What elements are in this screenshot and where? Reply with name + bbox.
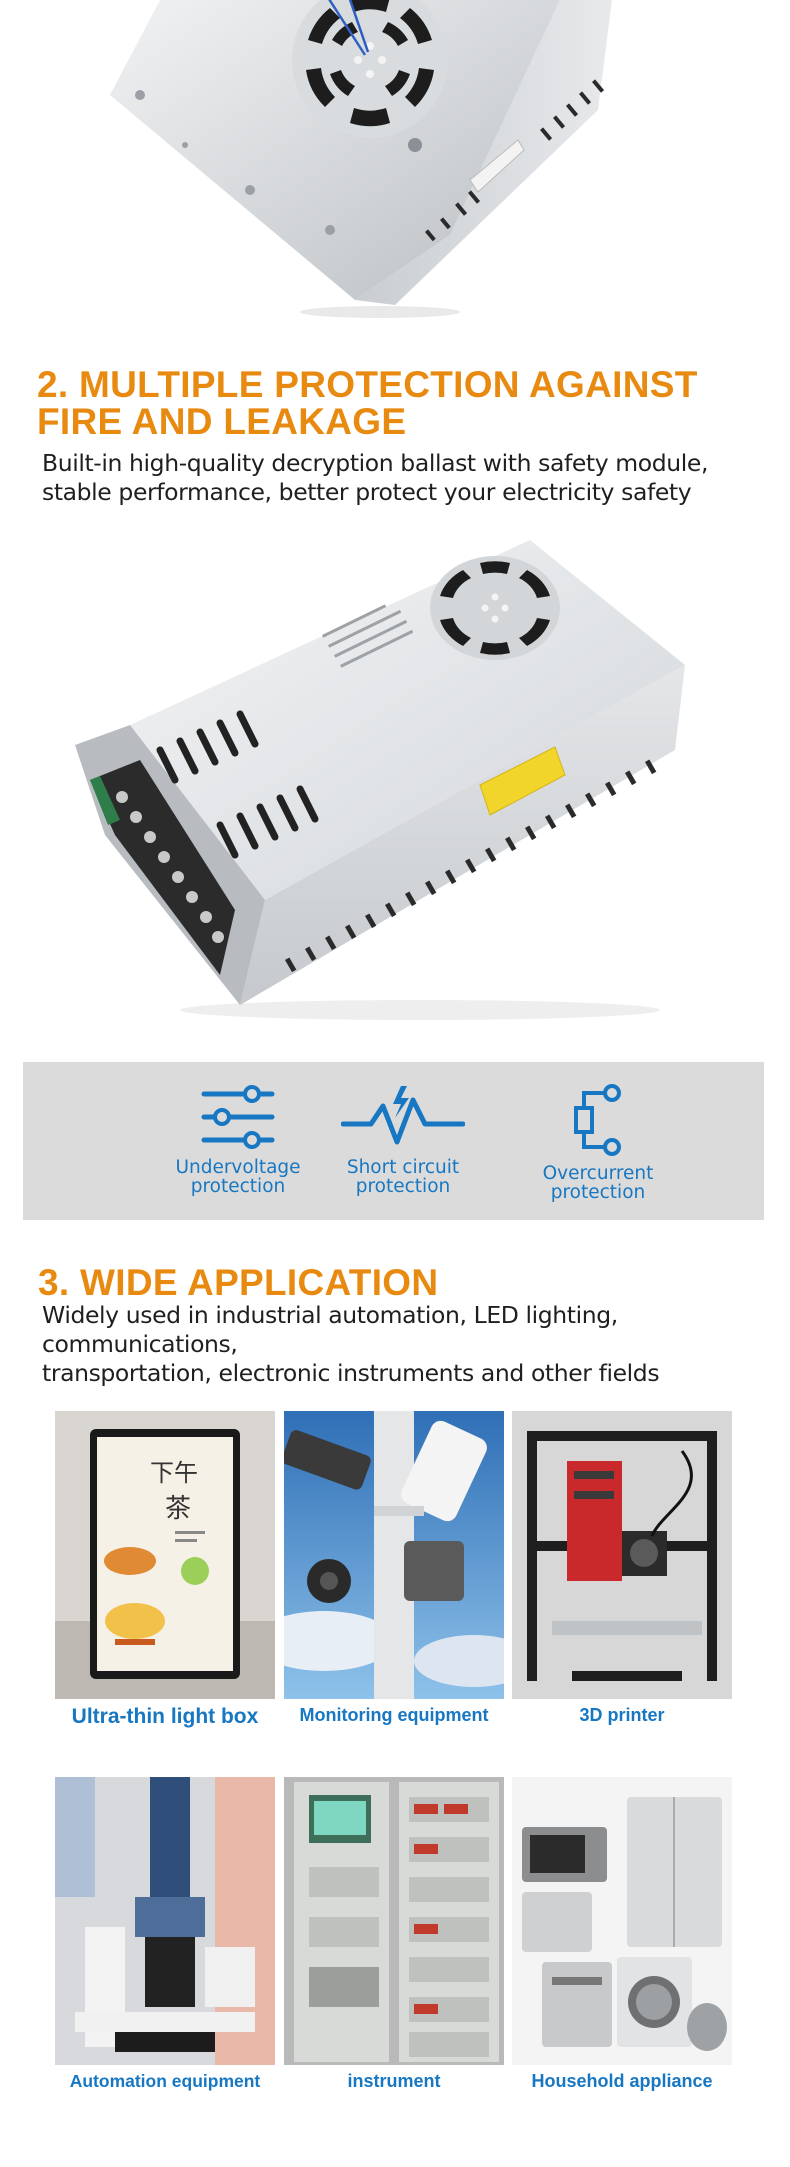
application-card-household: Household appliance xyxy=(512,1777,732,2092)
3d-printer-photo xyxy=(512,1411,732,1699)
automation-machine-photo xyxy=(55,1777,275,2065)
application-label-household: Household appliance xyxy=(531,2071,713,2091)
light-box-screen-text-2: 茶 xyxy=(165,1494,191,1524)
section3-description: Widely used in industrial automation, LE… xyxy=(42,1301,787,1388)
application-label-instrument: instrument xyxy=(347,2071,441,2091)
section3-desc-line1: Widely used in industrial automation, LE… xyxy=(42,1301,618,1358)
protection-item-undervoltage: Undervoltage protection xyxy=(158,1084,318,1196)
sliders-icon xyxy=(158,1084,318,1150)
application-label-light-box: Ultra-thin light box xyxy=(71,1705,259,1728)
section3-desc-line2: transportation, electronic instruments a… xyxy=(42,1359,660,1387)
section2-title: 2. MULTIPLE PROTECTION AGAINST FIRE AND … xyxy=(37,366,757,440)
protection-label-undervoltage-2: protection xyxy=(190,1176,286,1197)
application-card-monitoring: Monitoring equipment xyxy=(284,1411,504,1726)
section2-title-line2: FIRE AND LEAKAGE xyxy=(37,401,407,442)
application-card-3d-printer: 3D printer xyxy=(512,1411,732,1726)
section2-title-line1: 2. MULTIPLE PROTECTION AGAINST xyxy=(37,364,698,405)
section2-desc-line2: stable performance, better protect your … xyxy=(42,478,692,506)
light-box-photo: 下午 茶 xyxy=(55,1411,275,1699)
lightning-wave-icon xyxy=(323,1084,483,1150)
protection-features-strip: Undervoltage protection Short circuit pr… xyxy=(23,1062,764,1220)
protection-label-short-circuit-1: Short circuit xyxy=(346,1157,460,1178)
protection-label-undervoltage-1: Undervoltage xyxy=(175,1157,301,1178)
cctv-cameras-photo xyxy=(284,1411,504,1699)
section2-description: Built-in high-quality decryption ballast… xyxy=(42,449,782,507)
section2-heading-block: 2. MULTIPLE PROTECTION AGAINST FIRE AND … xyxy=(37,366,757,440)
application-label-3d-printer: 3D printer xyxy=(579,1705,665,1725)
home-appliances-photo xyxy=(512,1777,732,2065)
protection-label-short-circuit-2: protection xyxy=(355,1176,451,1197)
application-card-light-box: 下午 茶 Ultra-thin light box xyxy=(55,1411,275,1729)
power-supply-top-photo xyxy=(0,0,790,330)
protection-label-overcurrent-2: protection xyxy=(550,1182,646,1203)
protection-item-short-circuit: Short circuit protection xyxy=(323,1084,483,1196)
application-label-automation: Automation equipment xyxy=(69,2071,261,2091)
application-card-automation: Automation equipment xyxy=(55,1777,275,2092)
section3-heading-block: 3. WIDE APPLICATION xyxy=(38,1264,758,1301)
light-box-screen-text-1: 下午 xyxy=(150,1459,198,1487)
section2-desc-line1: Built-in high-quality decryption ballast… xyxy=(42,449,709,477)
section3-title: 3. WIDE APPLICATION xyxy=(38,1262,439,1303)
power-supply-product-photo xyxy=(60,535,740,1035)
protection-label-overcurrent-1: Overcurrent xyxy=(542,1163,654,1184)
application-label-monitoring: Monitoring equipment xyxy=(299,1705,489,1725)
instrument-rack-photo xyxy=(284,1777,504,2065)
circuit-node-icon xyxy=(518,1084,678,1156)
protection-item-overcurrent: Overcurrent protection xyxy=(518,1084,678,1202)
application-card-instrument: instrument xyxy=(284,1777,504,2092)
